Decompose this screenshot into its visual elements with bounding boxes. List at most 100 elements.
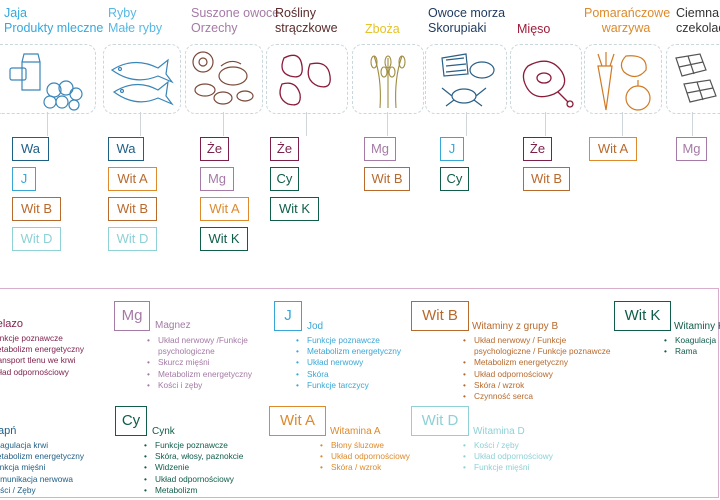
legend-witd-list: Kości / zęby Układ odpornościowy Funkcje… (463, 440, 553, 474)
legend-zelazo-item: Metabolizm energetyczny (0, 344, 84, 355)
nutrient-box-rosliny-ze: Że (270, 137, 299, 161)
legend-zelazo-item: Układ odpornościowy (0, 367, 84, 378)
frame-zboza (352, 44, 424, 114)
legend-wita-item: Skóra / wzrok (320, 462, 410, 473)
legend-cy-title: Cynk (152, 426, 175, 437)
connector-rosliny (306, 112, 307, 136)
legend-wapn-title: Wapń (0, 425, 17, 437)
nutrient-box-ryby-wa: Wa (108, 137, 144, 161)
nutrient-box-suszone-witk: Wit K (200, 227, 248, 251)
connector-jaja (47, 112, 48, 136)
legend-wapn-list: Koagulacja krwi Metabolizm energetyczny … (0, 440, 84, 496)
legend-zelazo-item: Transport tlenu we krwi (0, 355, 84, 366)
legend-witk-box: Wit K (614, 301, 671, 331)
legend-j-list: Funkcje poznawcze Metabolizm energetyczn… (296, 335, 401, 391)
legend-mg-title: Magnez (155, 320, 191, 331)
legend-wita-item: Błony śluzowe (320, 440, 410, 451)
nutrient-box-suszone-wita: Wit A (200, 197, 249, 221)
connector-owoce (466, 112, 467, 136)
category-mieso-line1: Mięso (517, 22, 551, 36)
orange-vegetables-icon (597, 52, 651, 111)
legend-panel (0, 288, 719, 498)
category-rosliny: Rośliny strączkowe (275, 6, 338, 36)
frame-pomaranczowe (584, 44, 662, 114)
legend-witb-item: Układ nerwowy / Funkcje psychologiczne /… (463, 335, 614, 357)
frame-rosliny (266, 44, 348, 114)
nutrient-box-suszone-ze: Że (200, 137, 229, 161)
nutrient-box-jaja-j: J (12, 167, 36, 191)
legend-witb-box: Wit B (411, 301, 469, 331)
legend-zelazo-item: Funkcje poznawcze (0, 333, 84, 344)
frame-jaja (0, 44, 96, 114)
nutrient-box-mieso-witb: Wit B (523, 167, 570, 191)
beans-icon (279, 54, 331, 106)
nutrient-box-owoce-cy: Cy (440, 167, 469, 191)
legend-zelazo-title: Żelazo (0, 318, 24, 330)
category-owoce-line1: Owoce morza (428, 6, 506, 20)
frame-mieso (510, 44, 582, 114)
legend-mg-box: Mg (114, 301, 150, 331)
legend-cy-item: Metabolizm (144, 485, 243, 496)
legend-mg-item: Metabolizm energetyczny (147, 369, 273, 380)
frame-ryby (103, 44, 181, 114)
category-jaja-line1: Jaja (4, 6, 27, 20)
legend-j-item: Funkcje tarczycy (296, 380, 401, 391)
category-rosliny-line2: strączkowe (275, 21, 338, 35)
nutrient-box-jaja-witd: Wit D (12, 227, 61, 251)
legend-witk-title: Witaminy K (674, 321, 720, 332)
legend-witd-item: Układ odpornościowy (463, 451, 553, 462)
legend-witd-title: Witamina D (473, 426, 525, 437)
category-rosliny-line1: Rośliny (275, 6, 316, 20)
legend-cy-item: Funkcje poznawcze (144, 440, 243, 451)
nutrient-box-suszone-mg: Mg (200, 167, 234, 191)
category-pomaranczowe: Pomarańczowe warzywa (584, 6, 671, 36)
nutrient-box-rosliny-cy: Cy (270, 167, 299, 191)
category-suszone: Suszone owoce Orzechy (191, 6, 279, 36)
legend-wapn-item: Komunikacja nerwowa (0, 474, 84, 485)
category-suszone-line2: Orzechy (191, 21, 238, 35)
nutrient-box-zboza-witb: Wit B (364, 167, 410, 191)
legend-witd-box: Wit D (411, 406, 469, 436)
legend-witd-item: Funkcje mięśni (463, 462, 553, 473)
legend-witb-list: Układ nerwowy / Funkcje psychologiczne /… (463, 335, 614, 402)
legend-wapn-item: Kości / Zęby (0, 485, 84, 496)
nutrient-box-zboza-mg: Mg (364, 137, 396, 161)
category-owoce-line2: Skorupiaki (428, 21, 487, 35)
category-jaja: Jaja Produkty mleczne (4, 6, 103, 36)
legend-j-item: Metabolizm energetyczny (296, 346, 401, 357)
category-ryby-line2: Małe ryby (108, 21, 163, 35)
connector-mieso (545, 112, 546, 136)
connector-ciemna (692, 112, 693, 136)
nutrient-box-owoce-j: J (440, 137, 464, 161)
nutrient-box-jaja-witb: Wit B (12, 197, 61, 221)
category-ciemna-line1: Ciemna (676, 6, 720, 20)
nutrient-box-rosliny-witk: Wit K (270, 197, 319, 221)
legend-mg-list: Układ nerwowy /Funkcje psychologiczne Sk… (147, 335, 273, 391)
legend-wapn-item: Koagulacja krwi (0, 440, 84, 451)
chocolate-icon (675, 53, 717, 103)
legend-j-box: J (274, 301, 302, 331)
category-suszone-line1: Suszone owoce (191, 6, 280, 20)
legend-wita-title: Witamina A (330, 426, 381, 437)
legend-witb-title: Witaminy z grupy B (472, 321, 559, 332)
legend-cy-item: Skóra, włosy, paznokcie (144, 451, 243, 462)
legend-j-item: Funkcje poznawcze (296, 335, 401, 346)
seafood-icon (441, 53, 495, 107)
legend-j-title: Jod (307, 321, 324, 332)
legend-cy-item: Układ odpornościowy (144, 474, 243, 485)
category-jaja-line2: Produkty mleczne (4, 21, 104, 35)
nutrient-box-mieso-ze: Że (523, 137, 552, 161)
connector-zboza (387, 112, 388, 136)
wheat-icon (370, 55, 406, 109)
legend-j-item: Skóra (296, 369, 401, 380)
legend-witd-item: Kości / zęby (463, 440, 553, 451)
legend-witb-item: Metabolizm energetyczny (463, 357, 614, 368)
category-pomaranczowe-line1: Pomarańczowe (584, 6, 671, 20)
legend-mg-item: Skurcz mięśni (147, 357, 273, 368)
frame-suszone (185, 44, 263, 114)
category-zboza: Zboża (365, 22, 400, 37)
legend-cy-list: Funkcje poznawcze Skóra, włosy, paznokci… (144, 440, 243, 496)
legend-cy-item: Widzenie (144, 462, 243, 473)
legend-wita-box: Wit A (269, 406, 326, 436)
legend-wapn-item: Funkcja mięśni (0, 462, 84, 473)
